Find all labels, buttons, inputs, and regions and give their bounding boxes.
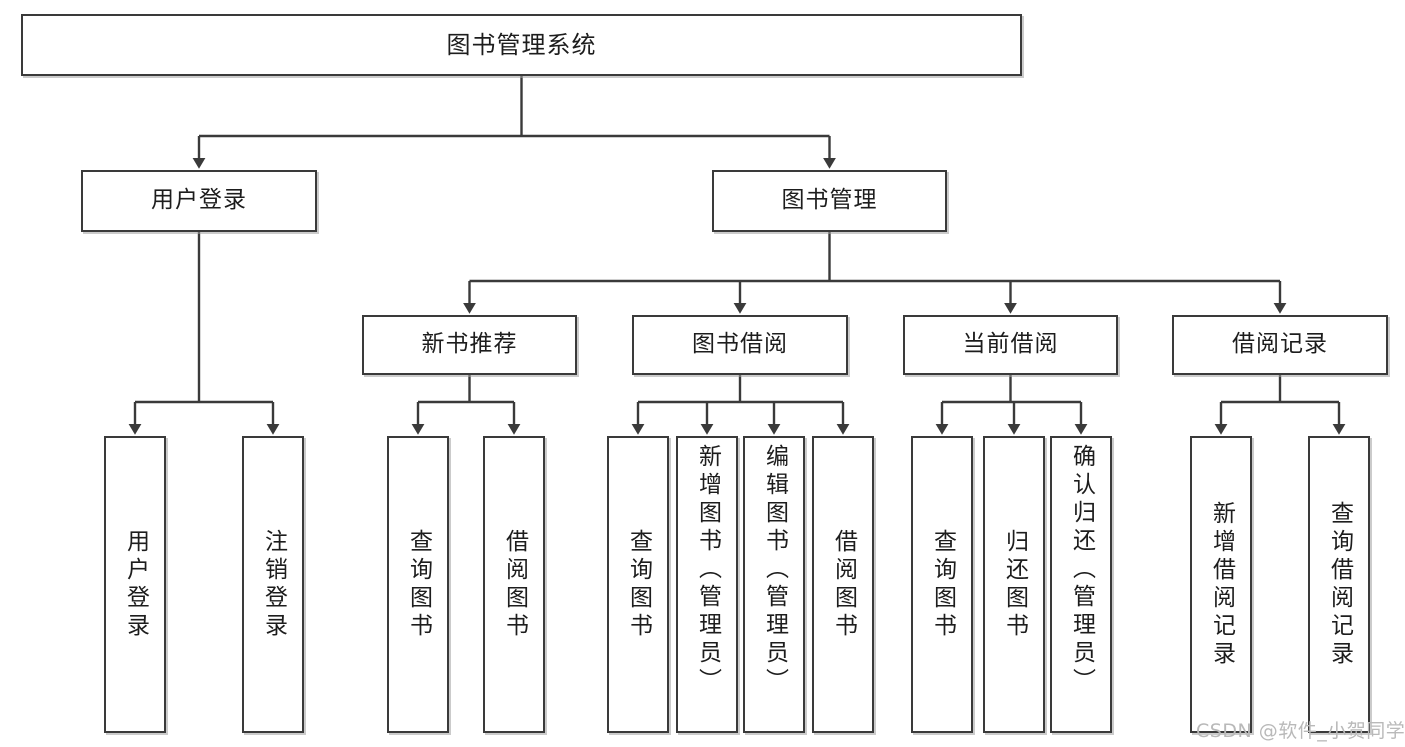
- node-leaf-leaf-borrow-book-rec-label: 借阅图书: [501, 528, 528, 641]
- node-leaf-leaf-user-logout-label: 注销登录: [260, 528, 287, 641]
- node-l3-borrow-record-label: 借阅记录: [1232, 331, 1328, 358]
- node-leaf-leaf-query-book-borrow[interactable]: 查询图书: [607, 436, 669, 733]
- node-l3-new-book-rec-label: 新书推荐: [421, 331, 518, 358]
- node-leaf-leaf-edit-book[interactable]: 编辑图书（管理员）: [743, 436, 805, 733]
- node-leaf-leaf-add-borrow-record[interactable]: 新增借阅记录: [1190, 436, 1252, 733]
- node-root-book-management-system-label: 图书管理系统: [446, 30, 597, 59]
- node-l3-borrow-record[interactable]: 借阅记录: [1172, 315, 1388, 375]
- node-l3-current-borrow[interactable]: 当前借阅: [903, 315, 1118, 375]
- node-leaf-leaf-user-login-label: 用户登录: [122, 528, 149, 641]
- node-leaf-leaf-edit-book-label: 编辑图书（管理员）: [761, 444, 788, 696]
- node-l2-user-login-label: 用户登录: [151, 187, 247, 214]
- node-l3-new-book-rec[interactable]: 新书推荐: [362, 315, 577, 375]
- node-leaf-leaf-add-book-label: 新增图书（管理员）: [694, 444, 721, 696]
- node-l3-book-borrow-label: 图书借阅: [692, 331, 788, 358]
- node-leaf-leaf-user-logout[interactable]: 注销登录: [242, 436, 304, 733]
- node-leaf-leaf-borrow-book-rec[interactable]: 借阅图书: [483, 436, 545, 733]
- node-leaf-leaf-borrow-book-label: 借阅图书: [830, 528, 857, 641]
- node-leaf-leaf-return-book[interactable]: 归还图书: [983, 436, 1045, 733]
- node-leaf-leaf-add-borrow-record-label: 新增借阅记录: [1208, 500, 1235, 669]
- node-l2-book-manage-label: 图书管理: [781, 187, 878, 214]
- node-leaf-leaf-query-borrow-record[interactable]: 查询借阅记录: [1308, 436, 1370, 733]
- node-leaf-leaf-query-book-rec[interactable]: 查询图书: [387, 436, 449, 733]
- node-leaf-leaf-borrow-book[interactable]: 借阅图书: [812, 436, 874, 733]
- node-leaf-leaf-query-book-rec-label: 查询图书: [405, 528, 432, 641]
- node-l2-user-login[interactable]: 用户登录: [81, 170, 317, 232]
- node-leaf-leaf-query-book-borrow-label: 查询图书: [625, 528, 652, 641]
- node-leaf-leaf-user-login[interactable]: 用户登录: [104, 436, 166, 733]
- node-leaf-leaf-return-book-label: 归还图书: [1001, 528, 1028, 641]
- node-leaf-leaf-confirm-return[interactable]: 确认归还（管理员）: [1050, 436, 1112, 733]
- node-leaf-leaf-add-book[interactable]: 新增图书（管理员）: [676, 436, 738, 733]
- node-leaf-leaf-query-borrow-record-label: 查询借阅记录: [1326, 500, 1353, 669]
- node-l3-current-borrow-label: 当前借阅: [962, 331, 1059, 358]
- node-l2-book-manage[interactable]: 图书管理: [712, 170, 947, 232]
- node-l3-book-borrow[interactable]: 图书借阅: [632, 315, 848, 375]
- node-leaf-leaf-query-book-cur-label: 查询图书: [929, 528, 956, 641]
- node-leaf-leaf-confirm-return-label: 确认归还（管理员）: [1068, 444, 1095, 696]
- node-root-book-management-system[interactable]: 图书管理系统: [21, 14, 1022, 76]
- node-leaf-leaf-query-book-cur[interactable]: 查询图书: [911, 436, 973, 733]
